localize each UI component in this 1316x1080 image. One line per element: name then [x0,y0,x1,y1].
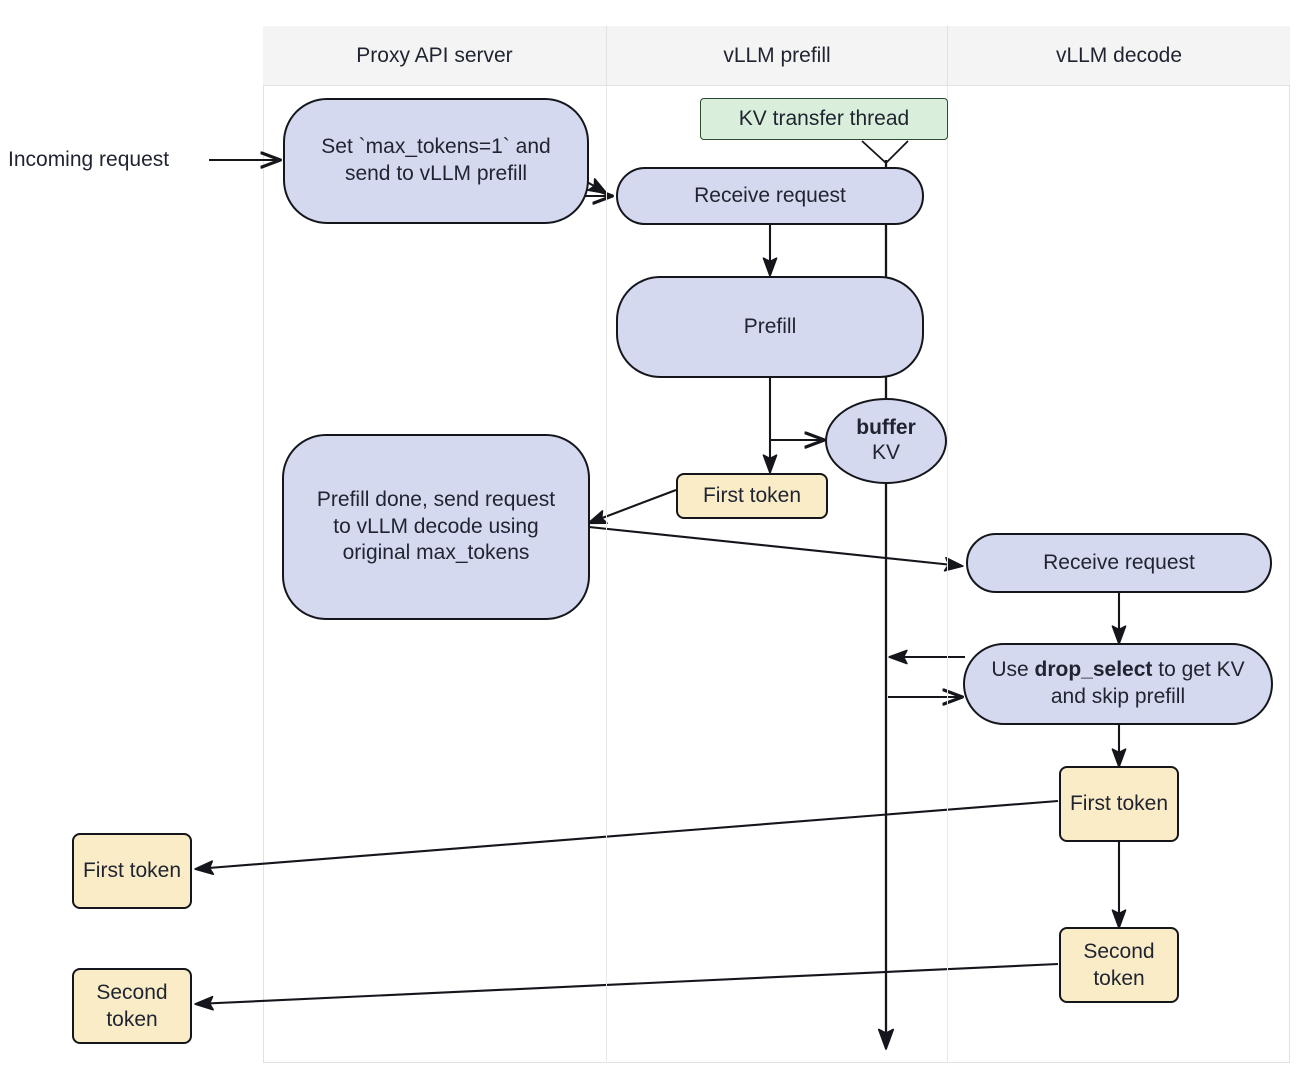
lane-body-prefill [607,86,948,1063]
edge-prefill-first-token-to-prefill-done [587,489,677,525]
node-prefill-receive-request[interactable]: Receive request [616,167,924,225]
node-label-proxy-first-token: First token [82,859,182,883]
lane-header-prefill: vLLM prefill [607,26,948,86]
node-label-kv-transfer-thread: KV transfer thread [738,106,910,130]
node-label-decode-first-token: First token [1069,792,1169,816]
node-decode-receive-request[interactable]: Receive request [966,533,1272,593]
node-prefill[interactable]: Prefill [616,276,924,378]
lane-label-prefill: vLLM prefill [723,43,831,67]
edge-prefill-done-to-decode-receive [588,525,964,572]
node-label-set-max-tokens: Set `max_tokens=1` and send to vLLM pref… [321,135,551,185]
node-kv-transfer-thread[interactable]: KV transfer thread [700,98,948,140]
node-label-drop-select-bold: drop_select [1034,658,1153,682]
node-label-drop-select-prefix: Use [991,658,1035,682]
lane-header-proxy: Proxy API server [263,26,607,86]
node-label-buffer-kv-sub: KV [871,441,900,464]
edge-decode-second-token-to-proxy-second-token [194,962,1059,1011]
node-label-prefill-first-token: First token [702,483,802,507]
lane-body-proxy [263,86,607,1063]
lane-label-proxy: Proxy API server [356,43,513,67]
node-label-drop-select: Use drop_select to get KV and skip prefi… [981,657,1255,711]
node-label-decode-second-token: Second token [1083,939,1155,990]
node-prefill-done[interactable]: Prefill done, send request to vLLM decod… [282,434,590,620]
lane-label-decode: vLLM decode [1055,43,1183,67]
node-label-buffer-kv-title: buffer [856,416,916,440]
external-label-incoming-request: Incoming request [8,148,170,171]
node-label-drop-select-suffix: to get KV and skip prefill [1050,658,1245,708]
node-drop-select[interactable]: Use drop_select to get KV and skip prefi… [963,643,1273,725]
node-buffer-kv[interactable]: buffer KV [825,398,947,484]
node-label-prefill: Prefill [743,314,797,338]
node-label-proxy-second-token: Second token [96,980,168,1031]
node-decode-first-token[interactable]: First token [1059,766,1179,842]
edge-decode-first-token-to-proxy-first-token [194,799,1059,876]
lane-header-decode: vLLM decode [948,26,1290,86]
node-label-prefill-receive-request: Receive request [694,183,846,207]
node-decode-second-token[interactable]: Second token [1059,927,1179,1003]
node-label-decode-receive-request: Receive request [1043,550,1195,574]
node-proxy-second-token[interactable]: Second token [72,968,192,1044]
node-proxy-first-token[interactable]: First token [72,833,192,909]
node-set-max-tokens[interactable]: Set `max_tokens=1` and send to vLLM pref… [283,98,589,224]
node-label-prefill-done: Prefill done, send request to vLLM decod… [316,487,556,565]
node-prefill-first-token[interactable]: First token [676,473,828,519]
